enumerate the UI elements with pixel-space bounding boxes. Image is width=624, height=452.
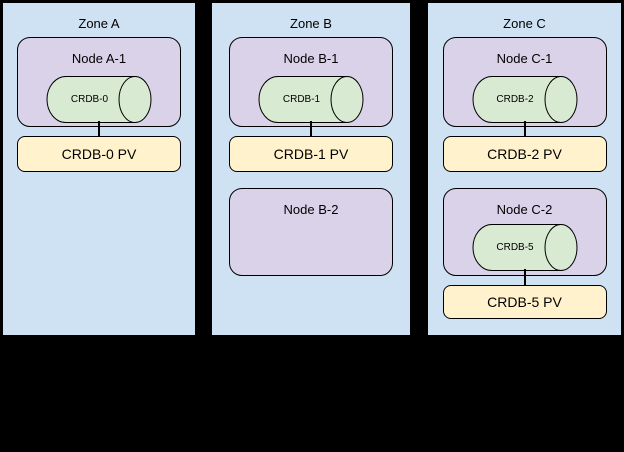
crdb-2-pv-label: CRDB-2 PV xyxy=(487,146,562,162)
node-c2-box: Node C-2 CRDB-5 xyxy=(442,188,607,276)
node-b2-box: Node B-2 xyxy=(229,188,393,276)
node-c2-label: Node C-2 xyxy=(496,202,553,217)
node-c1-label: Node C-1 xyxy=(496,51,553,66)
zone-c-title: Zone C xyxy=(503,16,546,31)
zone-a-box: Zone A Node A-1 CRDB-0 CRDB-0 PV xyxy=(2,2,196,336)
crdb-1-pv-box: CRDB-1 PV xyxy=(229,136,393,172)
node-b1-box: Node B-1 CRDB-1 xyxy=(229,37,393,127)
cylinder-shape-icon xyxy=(46,76,152,123)
node-a1-box: Node A-1 CRDB-0 xyxy=(17,37,181,127)
node-b2-label: Node B-2 xyxy=(283,202,339,217)
crdb-5-pv-label: CRDB-5 PV xyxy=(487,294,562,310)
zone-c-box: Zone C Node C-1 CRDB-2 CRDB-2 PV Node C-… xyxy=(427,2,622,336)
cylinder-shape-icon xyxy=(472,224,577,271)
crdb-2-cylinder: CRDB-2 xyxy=(472,76,577,123)
crdb-2-pv-box: CRDB-2 PV xyxy=(442,136,607,172)
node-a1-label: Node A-1 xyxy=(71,51,127,66)
crdb-0-label: CRDB-0 xyxy=(70,94,109,105)
cylinder-shape-icon xyxy=(258,76,364,123)
zone-b-title: Zone B xyxy=(290,16,332,31)
crdb-5-cylinder: CRDB-5 xyxy=(472,224,577,271)
crdb-5-pv-box: CRDB-5 PV xyxy=(442,285,607,319)
zone-b-box: Zone B Node B-1 CRDB-1 CRDB-1 PV Node B-… xyxy=(211,2,411,336)
crdb-5-label: CRDB-5 xyxy=(496,242,534,253)
connector-line xyxy=(310,121,312,137)
crdb-0-cylinder: CRDB-0 xyxy=(46,76,152,123)
connector-line xyxy=(523,121,526,137)
crdb-0-pv-label: CRDB-0 PV xyxy=(61,146,137,162)
crdb-1-cylinder: CRDB-1 xyxy=(258,76,364,123)
node-b1-label: Node B-1 xyxy=(283,51,339,66)
crdb-1-pv-label: CRDB-1 PV xyxy=(273,146,349,162)
connector-line xyxy=(523,269,526,286)
crdb-1-label: CRDB-1 xyxy=(282,94,321,105)
connector-line xyxy=(98,121,100,137)
zone-a-title: Zone A xyxy=(78,16,120,31)
crdb-2-label: CRDB-2 xyxy=(496,94,534,105)
cylinder-shape-icon xyxy=(472,76,577,123)
node-c1-box: Node C-1 CRDB-2 xyxy=(442,37,607,127)
crdb-0-pv-box: CRDB-0 PV xyxy=(17,136,181,172)
